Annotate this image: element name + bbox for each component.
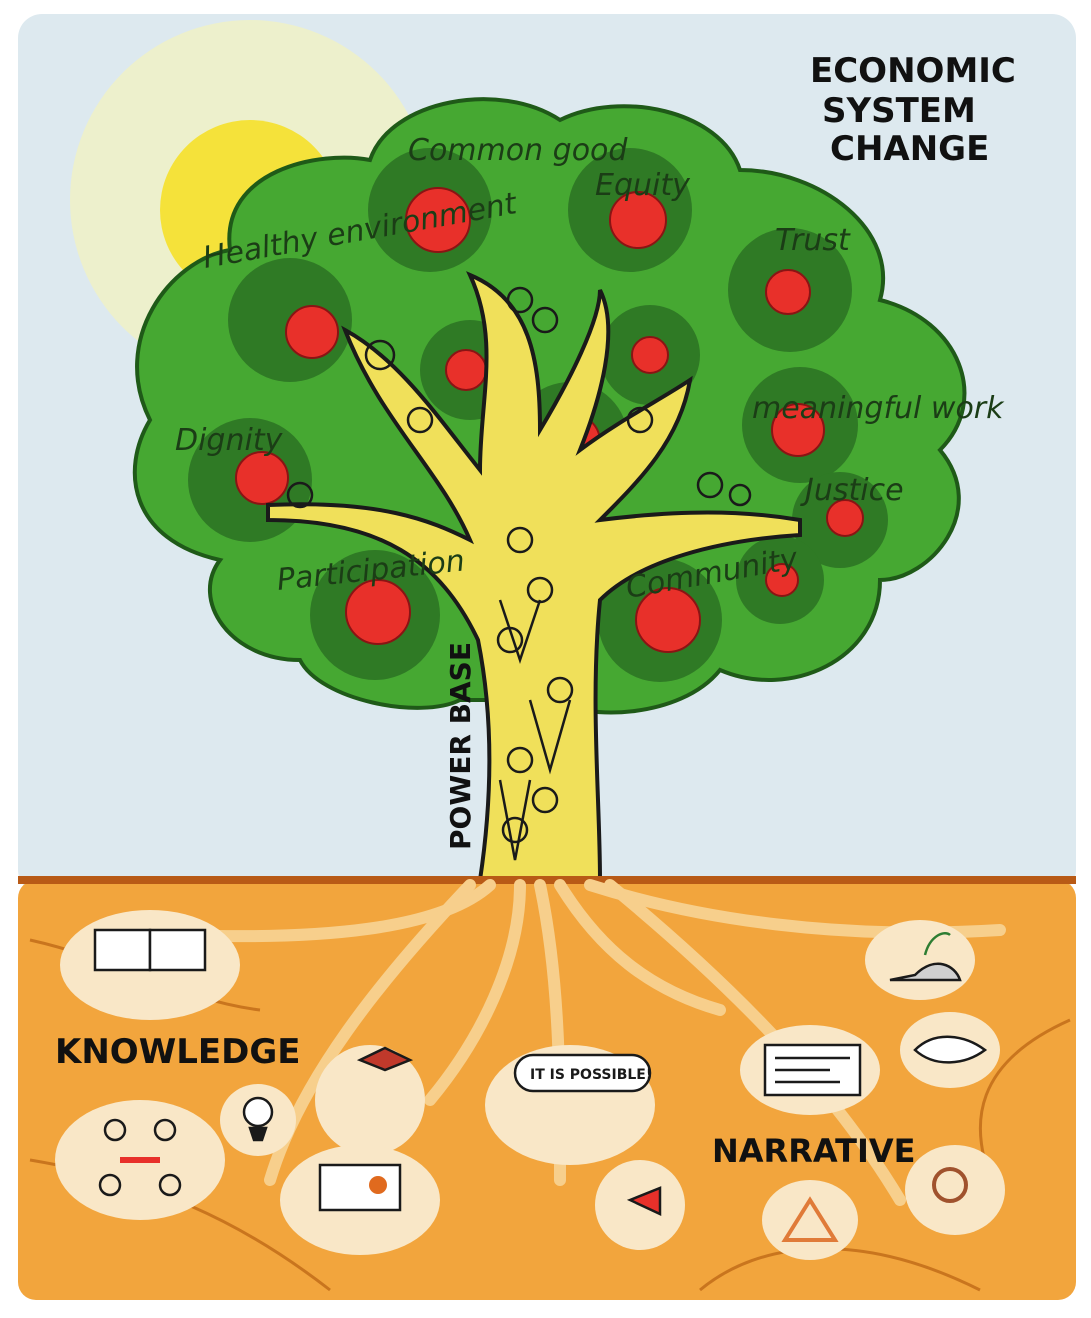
apple-icon <box>445 349 487 391</box>
seedling-illustration <box>865 920 975 1000</box>
value-justice: Justice <box>800 473 904 508</box>
recycle-illustration <box>762 1180 858 1260</box>
apple-icon <box>631 336 669 374</box>
apple-icon <box>285 305 339 359</box>
speech-bubble-text: IT IS POSSIBLE! <box>530 1067 652 1083</box>
trunk-figures <box>286 286 752 861</box>
illustration-details <box>93 928 988 1242</box>
lightbulb-icon <box>242 1096 274 1128</box>
apple-icon <box>235 451 289 505</box>
apple-icon <box>635 587 701 653</box>
title-line-2: SYSTEM <box>822 91 976 131</box>
value-meaningful-work: meaningful work <box>752 391 1005 426</box>
value-dignity: Dignity <box>175 423 284 458</box>
apple-icon <box>345 579 411 645</box>
apple-icon <box>765 563 799 597</box>
ground-line <box>18 876 1076 884</box>
diagram-title: ECONOMIC SYSTEM CHANGE <box>810 51 1016 169</box>
knowledge-label: KNOWLEDGE <box>55 1032 300 1072</box>
snail-illustration <box>905 1145 1005 1235</box>
power-base-label: POWER BASE <box>444 642 477 850</box>
value-common-good: Common good <box>408 133 628 168</box>
apple-icon <box>826 499 864 537</box>
apple-icon <box>771 403 825 457</box>
title-line-1: ECONOMIC <box>810 51 1016 91</box>
tree-trunk <box>266 271 802 882</box>
value-equity: Equity <box>595 168 691 203</box>
apple-icon <box>405 187 471 253</box>
apple-icon <box>609 191 667 249</box>
narrative-label: NARRATIVE <box>712 1132 915 1170</box>
title-line-3: CHANGE <box>830 129 989 169</box>
value-trust: Trust <box>775 223 851 258</box>
apples <box>235 187 864 653</box>
graduation-illustration <box>315 1045 425 1155</box>
apple-icon <box>765 269 811 315</box>
